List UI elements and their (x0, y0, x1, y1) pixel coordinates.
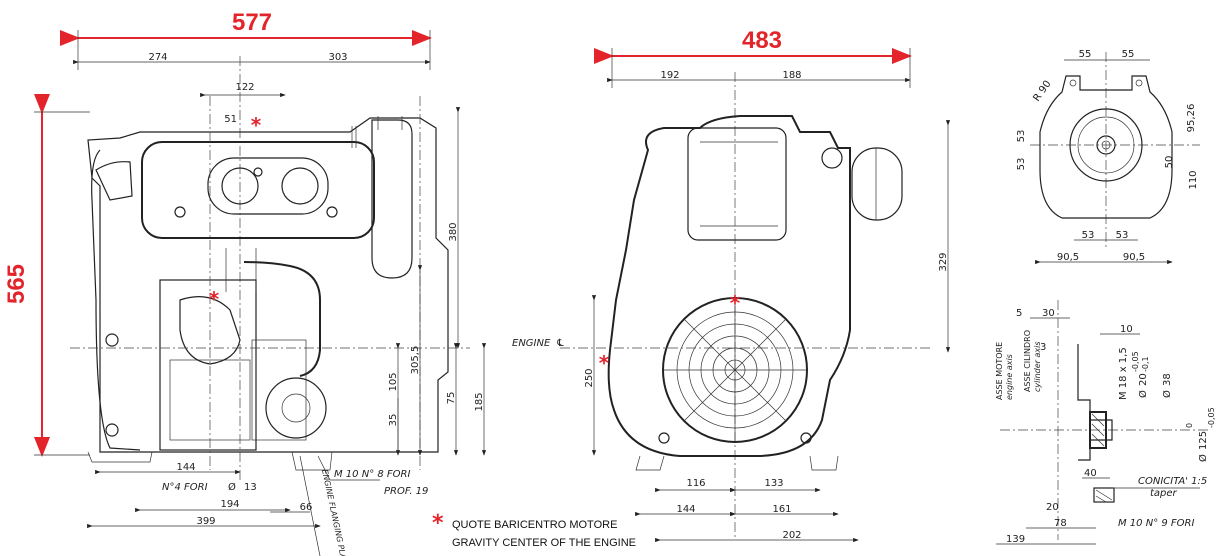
dim-188: 188 (782, 70, 801, 81)
taper-en: taper (1150, 488, 1178, 499)
gravity-asterisk-front-top: * (251, 113, 262, 137)
axis-cylinder-label: ASSE CILINDRO (1023, 330, 1032, 392)
dim-r90: R 90 (1031, 79, 1053, 104)
dim-399: 399 (196, 516, 215, 527)
dim-90-5-right: 90,5 (1123, 252, 1145, 263)
overall-width-front-dimension: 577 (60, 9, 432, 70)
dim-50: 50 (1164, 156, 1175, 169)
front-view: 274 303 122 51 * (70, 52, 487, 556)
legend-asterisk: * (432, 511, 444, 536)
gravity-asterisk-side: * (730, 291, 741, 315)
dim-55-right: 55 (1122, 49, 1135, 60)
dim-30: 30 (1042, 308, 1055, 319)
tol-20-lower: -0,1 (1141, 356, 1150, 372)
tol-20-upper: -0,05 (1131, 351, 1140, 372)
dim-75: 75 (446, 392, 457, 405)
taper-note: CONICITA' 1:5 (1138, 476, 1207, 487)
dim-53-upper: 53 (1016, 130, 1027, 143)
dim-dia-125-symbol: Ø (1197, 454, 1209, 462)
dim-105: 105 (388, 372, 399, 391)
dim-m18: M 18 x 1,5 (1118, 347, 1129, 400)
note-holes-dia: 13 (244, 482, 257, 493)
dim-5: 5 (1016, 308, 1022, 319)
dim-329: 329 (938, 252, 949, 271)
dim-274: 274 (148, 52, 167, 63)
dim-194: 194 (220, 499, 239, 510)
note-holes-count: N°4 FORI (162, 482, 208, 493)
dim-66: 66 (300, 502, 313, 513)
legend-line-2: GRAVITY CENTER OF THE ENGINE (452, 537, 636, 549)
dim-20: 20 (1046, 502, 1059, 513)
dim-110: 110 (1188, 170, 1199, 189)
side-view: 192 188 ENGINE ℄ * (512, 70, 951, 543)
dim-161: 161 (772, 504, 791, 515)
dim-144-side: 144 (676, 504, 695, 515)
engine-axis-symbol: ℄ (556, 338, 565, 349)
dim-303: 303 (328, 52, 347, 63)
dim-53-bottom-right: 53 (1116, 230, 1129, 241)
dim-95-26: 95,26 (1186, 104, 1197, 133)
dim-192: 192 (660, 70, 679, 81)
engine-axis-label: ENGINE (512, 338, 551, 349)
dim-dia-38: 38 (1162, 373, 1173, 386)
dim-116: 116 (686, 478, 705, 489)
flange-view: 55 55 R 90 53 53 95,26 50 110 53 53 90,5… (1016, 49, 1200, 265)
overall-height-label: 565 (3, 264, 30, 304)
gravity-legend: * QUOTE BARICENTRO MOTORE GRAVITY CENTER… (432, 511, 636, 549)
flanging-plane-label: ENGINE FLANGING PLANE (320, 469, 350, 556)
overall-width-side-label: 483 (742, 27, 782, 54)
dim-305-5: 305,5 (410, 346, 421, 375)
dim-144: 144 (176, 462, 195, 473)
dim-35: 35 (388, 414, 399, 427)
dim-53-lower: 53 (1016, 158, 1027, 171)
axis-engine-en: engine axis (1005, 354, 1014, 400)
gravity-asterisk-front: * (209, 287, 220, 311)
dim-139: 139 (1006, 534, 1025, 545)
overall-width-front-label: 577 (232, 9, 272, 36)
dim-202: 202 (782, 530, 801, 541)
tol-125-upper: 0 (1185, 423, 1194, 428)
axis-cylinder-en: cylinder axis (1033, 341, 1042, 392)
dim-185: 185 (474, 392, 485, 411)
dim-55-left: 55 (1079, 49, 1092, 60)
dim-51: 51 (224, 114, 237, 125)
overall-width-side-dimension: 483 (594, 27, 912, 88)
legend-line-1: QUOTE BARICENTRO MOTORE (452, 519, 617, 531)
bolt-note-shaft: M 10 N° 9 FORI (1118, 518, 1194, 529)
dim-133: 133 (764, 478, 783, 489)
note-depth: PROF. 19 (384, 486, 428, 497)
dim-dia-20-symbol: Ø (1137, 390, 1149, 398)
dim-40: 40 (1084, 468, 1097, 479)
dim-10: 10 (1120, 324, 1133, 335)
dim-250: 250 (584, 368, 595, 387)
dim-380: 380 (448, 222, 459, 241)
gravity-asterisk-side-dim: * (599, 351, 610, 375)
axis-engine-label: ASSE MOTORE (995, 342, 1004, 400)
overall-height-dimension: 565 (3, 94, 90, 457)
dim-3: 3 (1040, 342, 1046, 353)
tol-125-lower: -0,05 (1207, 407, 1216, 428)
dim-122: 122 (235, 82, 254, 93)
shaft-detail-view: 5 30 10 3 ASSE MOTORE engine axis ASSE C… (995, 300, 1216, 545)
dim-53-bottom-left: 53 (1082, 230, 1095, 241)
dim-90-5-left: 90,5 (1057, 252, 1079, 263)
note-holes-dia-symbol: Ø (228, 481, 236, 493)
dim-dia-38-symbol: Ø (1161, 390, 1173, 398)
note-bolt: M 10 N° 8 FORI (334, 469, 410, 480)
dim-dia-125: 125 (1198, 431, 1209, 450)
dim-dia-20: 20 (1138, 373, 1149, 386)
dim-78: 78 (1054, 518, 1067, 529)
